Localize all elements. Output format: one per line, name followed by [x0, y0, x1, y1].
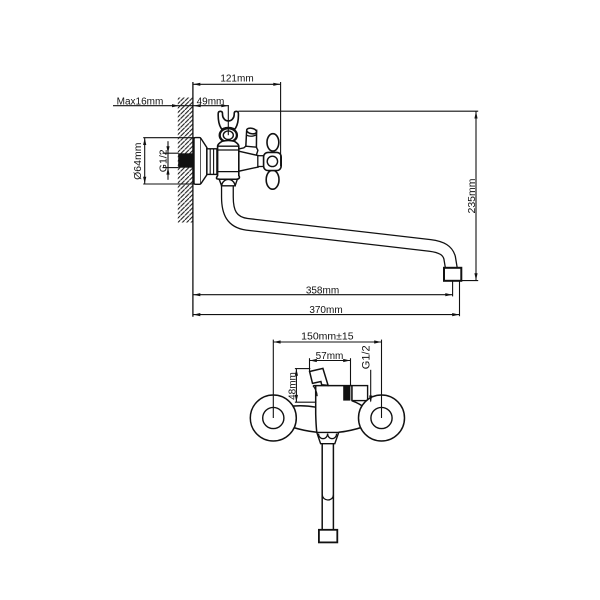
svg-text:57mm: 57mm — [316, 351, 344, 362]
svg-text:Ø64mm: Ø64mm — [132, 142, 144, 180]
svg-text:G1/2: G1/2 — [157, 149, 169, 172]
svg-text:G1/2: G1/2 — [361, 345, 373, 369]
svg-text:370mm: 370mm — [309, 305, 342, 316]
svg-text:150mm±15: 150mm±15 — [301, 330, 354, 342]
svg-text:49mm: 49mm — [197, 96, 225, 107]
svg-text:121mm: 121mm — [220, 74, 253, 85]
svg-text:358mm: 358mm — [306, 286, 339, 297]
svg-text:235mm: 235mm — [466, 178, 478, 213]
svg-text:Max16mm: Max16mm — [117, 96, 164, 107]
svg-text:48mm: 48mm — [287, 372, 298, 400]
